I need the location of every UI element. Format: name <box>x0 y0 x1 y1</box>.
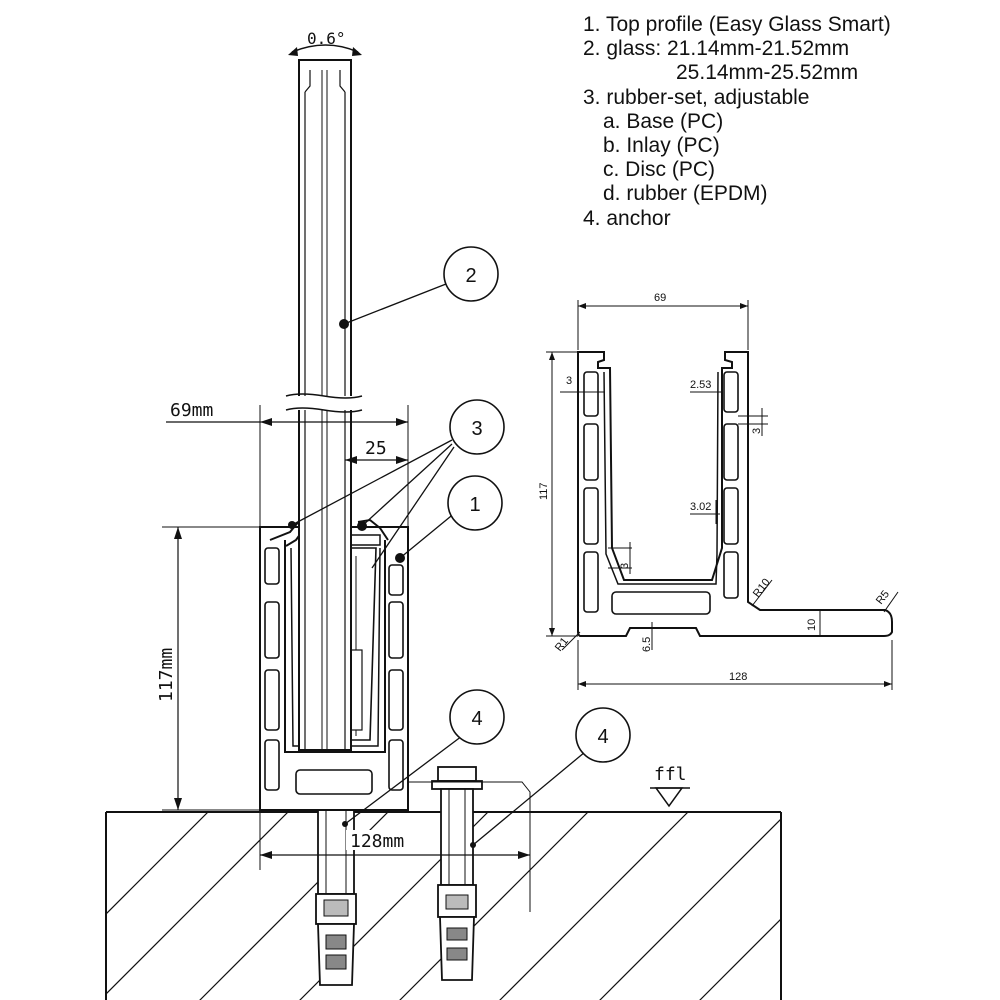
dim-glass-25: 25 <box>344 438 408 527</box>
callout-4-right: 4 <box>470 707 631 848</box>
legend-item-1: 1. Top profile (Easy Glass Smart) <box>583 13 891 36</box>
legend-item-4: 4. anchor <box>583 206 671 230</box>
callout-circle-2 <box>443 246 499 302</box>
section-top-width: 69 <box>654 292 666 304</box>
section-dim-302: 3.02 <box>690 501 711 513</box>
callout-number-4a: 4 <box>471 708 482 730</box>
dim-height-117: 117mm <box>156 526 260 811</box>
callout-number-4b: 4 <box>597 726 608 748</box>
angle-label: 0.6° <box>307 29 346 48</box>
callout-number-2: 2 <box>465 265 476 287</box>
callout-number-3: 3 <box>471 418 482 440</box>
profile-assembly <box>259 518 409 811</box>
profile-slots-left <box>264 547 280 791</box>
section-dim-3-right: 3 <box>751 428 763 434</box>
legend-item-2-line2: 25.14mm-25.52mm <box>676 61 859 85</box>
glass-offset-label: 25 <box>365 438 387 459</box>
section-slots-right <box>723 371 739 599</box>
profile-bottom-slot <box>295 769 373 795</box>
legend-item-2-line1: 2. glass: 21.14mm-21.52mm <box>583 37 850 61</box>
ffl-triangle <box>654 787 684 808</box>
callout-circle-4b <box>575 707 631 763</box>
section-radius-r10: R10 <box>751 577 773 600</box>
section-outline <box>577 351 893 637</box>
profile-channel <box>284 540 386 753</box>
dim-width-69: 69mm <box>166 400 409 527</box>
callout-3: 3 <box>288 399 505 569</box>
angle-indicator: 0.6° <box>288 29 362 56</box>
callout-4-left: 4 <box>342 689 505 827</box>
legend-item-3d: d. rubber (EPDM) <box>603 182 768 206</box>
section-slots-left <box>583 371 599 613</box>
section-dim-253: 2.53 <box>690 379 711 391</box>
dim-base-128: 128mm <box>259 770 531 912</box>
section-radius-r1: R1 <box>553 635 571 653</box>
ffl-marker: ffl <box>650 764 690 808</box>
section-bottom-width: 128 <box>729 671 747 683</box>
section-dim-3-inner: 3 <box>619 563 631 569</box>
legend-item-3c: c. Disc (PC) <box>603 158 715 182</box>
anchor-right-body <box>440 788 474 886</box>
callout-circle-1 <box>447 475 503 531</box>
section-height: 117 <box>538 482 550 500</box>
profile-slots-right <box>388 564 404 791</box>
ffl-label: ffl <box>654 764 687 785</box>
legend-item-3a: a. Base (PC) <box>603 109 724 133</box>
section-wall-left: 3 <box>566 375 572 387</box>
callout-number-1: 1 <box>469 494 480 516</box>
width-dim-label: 69mm <box>170 400 213 421</box>
section-flange: 10 <box>806 619 818 631</box>
anchor-right-nut <box>437 766 477 782</box>
section-bottom-slot <box>611 591 711 615</box>
section-bottom-slot-dim: 6.5 <box>641 637 653 652</box>
callout-2: 2 <box>339 246 499 329</box>
profile-section: 69 117 128 3 2.53 3 3.02 <box>538 292 899 690</box>
base-dim-label: 128mm <box>350 831 404 852</box>
callout-circle-3 <box>449 399 505 455</box>
anchor-right <box>431 766 483 981</box>
legend-item-3b: b. Inlay (PC) <box>603 134 720 158</box>
height-dim-label: 117mm <box>156 648 177 702</box>
callout-circle-4a <box>449 689 505 745</box>
legend: 1. Top profile (Easy Glass Smart) 2. gla… <box>583 13 891 231</box>
glass-panel <box>285 59 363 751</box>
legend-item-3: 3. rubber-set, adjustable <box>583 85 810 109</box>
callout-1: 1 <box>395 475 503 563</box>
